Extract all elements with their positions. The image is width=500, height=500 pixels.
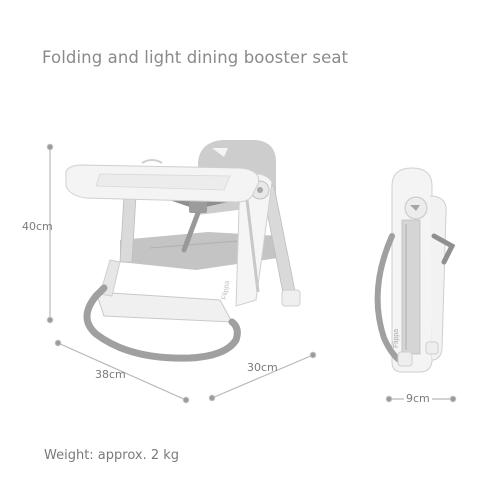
dove-logo-icon xyxy=(212,148,228,157)
depth-label: 38cm xyxy=(95,368,126,381)
svg-text:Flippa: Flippa xyxy=(221,280,231,300)
carry-strap xyxy=(83,292,241,362)
weight-caption: Weight: approx. 2 kg xyxy=(44,448,180,463)
width-dimension-line xyxy=(208,351,317,402)
booster-seat-open: Flippa xyxy=(65,140,301,362)
svg-text:Flippa: Flippa xyxy=(393,329,400,348)
width-label: 30cm xyxy=(247,361,278,374)
height-label: 40cm xyxy=(22,220,53,233)
depth-dimension-line xyxy=(54,339,190,404)
page-title: Folding and light dining booster seat xyxy=(42,48,349,67)
booster-seat-folded: Flippa xyxy=(374,167,456,373)
folded-thickness-label: 9cm xyxy=(404,392,432,405)
height-dimension-line xyxy=(46,143,54,324)
